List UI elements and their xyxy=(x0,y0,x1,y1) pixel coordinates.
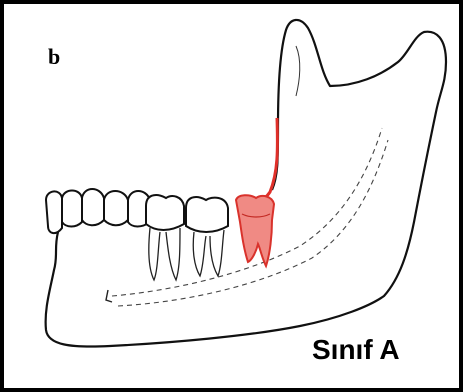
coronoid-inner-line xyxy=(296,46,300,96)
tooth-molar-1 xyxy=(146,195,184,230)
tooth-incisor-1 xyxy=(46,191,62,233)
mental-foramen xyxy=(106,290,112,302)
ramus-highlight xyxy=(258,118,277,200)
tooth-canine xyxy=(82,189,104,225)
tooth-incisor-2 xyxy=(62,191,82,227)
mandible-outline xyxy=(46,20,446,347)
panel-letter: b xyxy=(48,46,60,68)
tooth-roots xyxy=(149,228,224,280)
figure-caption: Sınıf A xyxy=(312,336,400,364)
impacted-third-molar xyxy=(236,195,274,266)
tooth-molar-2 xyxy=(186,197,228,232)
tooth-premolar-1 xyxy=(104,191,128,225)
dental-arch xyxy=(46,189,228,233)
